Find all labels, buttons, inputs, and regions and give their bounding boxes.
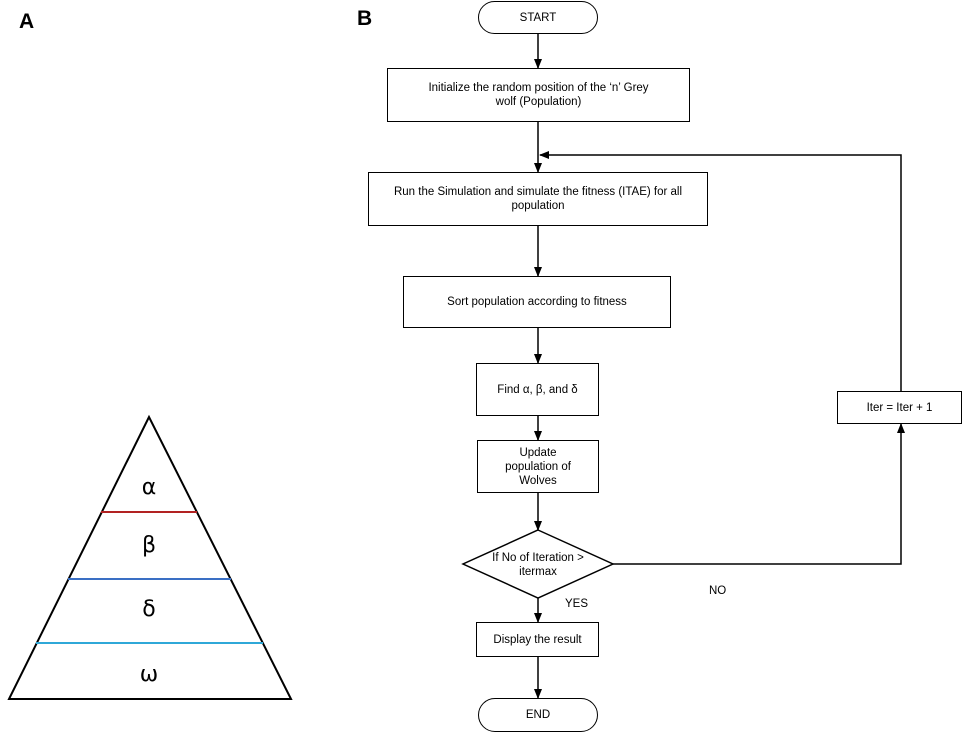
decision-text-line-1: If No of Iteration > bbox=[492, 552, 584, 564]
end-terminal: END bbox=[478, 698, 598, 732]
start-terminal: START bbox=[478, 1, 598, 34]
iter-increment-box: Iter = Iter + 1 bbox=[837, 391, 962, 424]
update-population-box: Update population of Wolves bbox=[477, 440, 599, 493]
arrow-iter-loopback bbox=[539, 151, 902, 391]
arrow-decision-iter bbox=[613, 423, 905, 565]
decision-text: If No of Iteration > itermax bbox=[473, 551, 603, 579]
init-population-box: Initialize the random position of the ‘n… bbox=[387, 68, 690, 122]
panel-b-label: B bbox=[357, 7, 373, 30]
pyramid-level-omega: ω bbox=[139, 662, 159, 687]
pyramid-level-delta: δ bbox=[142, 597, 156, 622]
panel-a-label: A bbox=[19, 10, 35, 33]
display-result-box: Display the result bbox=[476, 622, 599, 657]
run-simulation-box: Run the Simulation and simulate the fitn… bbox=[368, 172, 708, 226]
find-leaders-box: Find α, β, and δ bbox=[476, 363, 599, 416]
pyramid-outline bbox=[7, 414, 293, 700]
yes-label: YES bbox=[565, 598, 589, 610]
pyramid-level-alpha: α bbox=[141, 475, 157, 500]
sort-population-box: Sort population according to fitness bbox=[403, 276, 671, 328]
pyramid-level-beta: β bbox=[141, 533, 157, 558]
decision-text-line-2: itermax bbox=[519, 566, 557, 578]
no-label: NO bbox=[709, 585, 727, 597]
